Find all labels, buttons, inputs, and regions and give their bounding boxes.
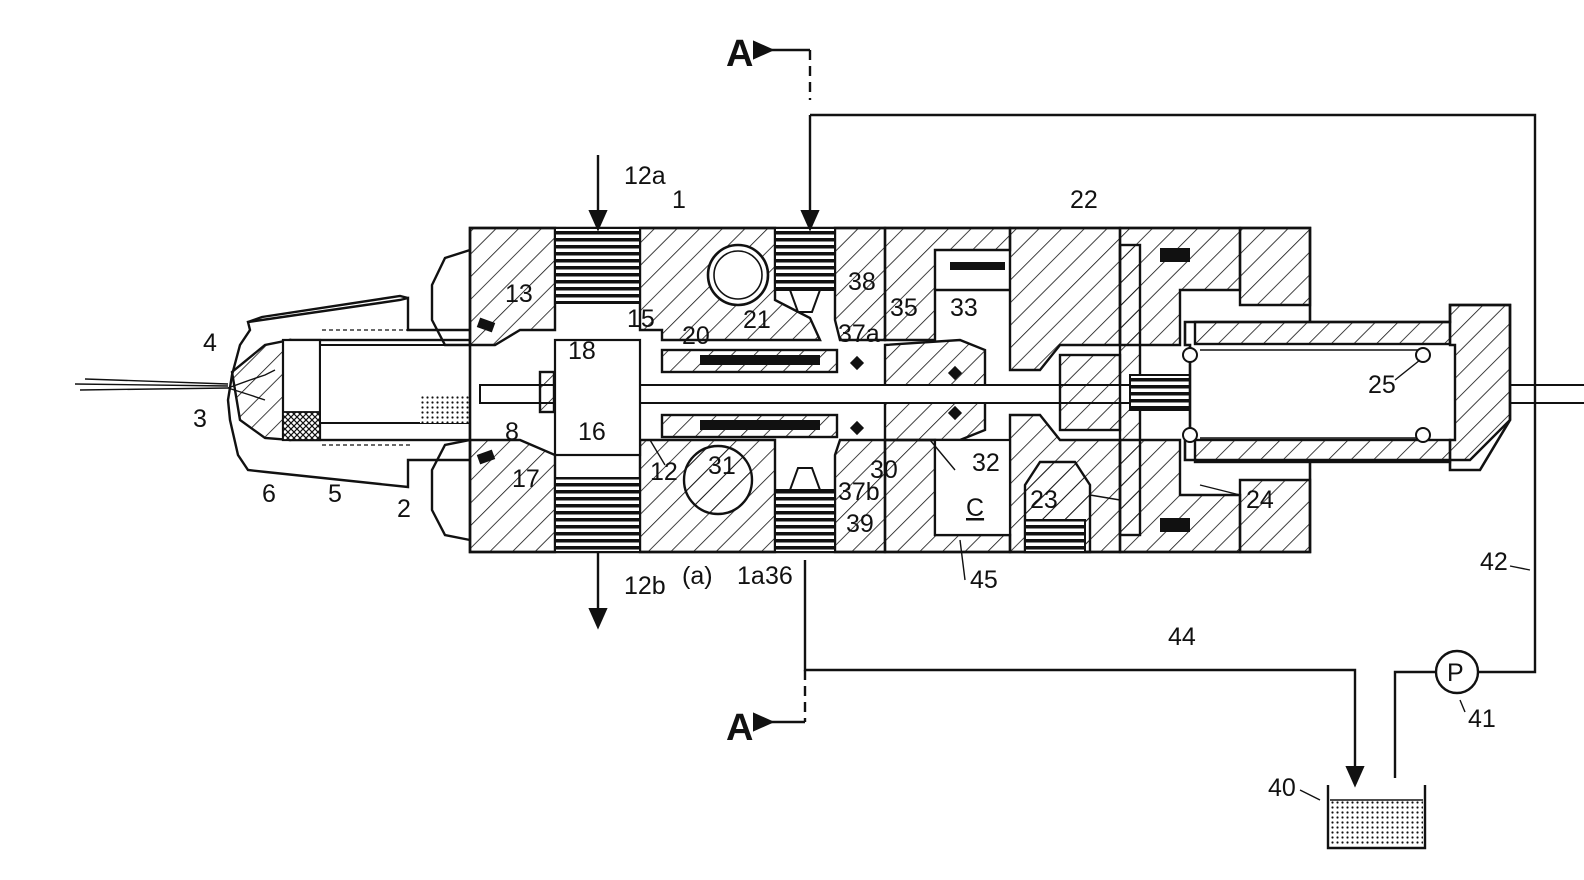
label-1a: 1a [737, 562, 765, 590]
nozzle-cap [228, 296, 480, 487]
label-45: 45 [970, 566, 998, 594]
label-3: 3 [193, 405, 207, 433]
label-35: 35 [890, 294, 918, 322]
label-12a: 12a [624, 162, 666, 190]
end-cap [1185, 305, 1510, 470]
label-13: 13 [505, 280, 533, 308]
label-4: 4 [203, 329, 217, 357]
label-16: 16 [578, 418, 606, 446]
section-marker-bottom: A [726, 707, 753, 749]
label-37a: 37a [838, 320, 880, 348]
label-6: 6 [262, 480, 276, 508]
label-24: 24 [1246, 486, 1274, 514]
label-25: 25 [1368, 371, 1396, 399]
label-5: 5 [328, 480, 342, 508]
section-marker-top: A [726, 33, 753, 75]
label-42: 42 [1480, 548, 1508, 576]
label-41: 41 [1468, 705, 1496, 733]
chamber-label: C [966, 494, 984, 522]
label-18: 18 [568, 337, 596, 365]
label-12b: 12b [624, 572, 666, 600]
label-40: 40 [1268, 774, 1296, 802]
label-38: 38 [848, 268, 876, 296]
label-1: 1 [672, 186, 686, 214]
label-31: 31 [708, 452, 736, 480]
label-44: 44 [1168, 623, 1196, 651]
label-8: 8 [505, 418, 519, 446]
label-39: 39 [846, 510, 874, 538]
label-15: 15 [627, 305, 655, 333]
label-17: 17 [512, 465, 540, 493]
pump-symbol: P [1447, 659, 1464, 687]
label-37b: 37b [838, 478, 880, 506]
label-2: 2 [397, 495, 411, 523]
label-a: (a) [682, 562, 713, 590]
label-23: 23 [1030, 486, 1058, 514]
label-21: 21 [743, 306, 771, 334]
label-36: 36 [765, 562, 793, 590]
spray-jet [75, 379, 228, 390]
label-20: 20 [682, 322, 710, 350]
label-22: 22 [1070, 186, 1098, 214]
label-32: 32 [972, 449, 1000, 477]
label-33: 33 [950, 294, 978, 322]
